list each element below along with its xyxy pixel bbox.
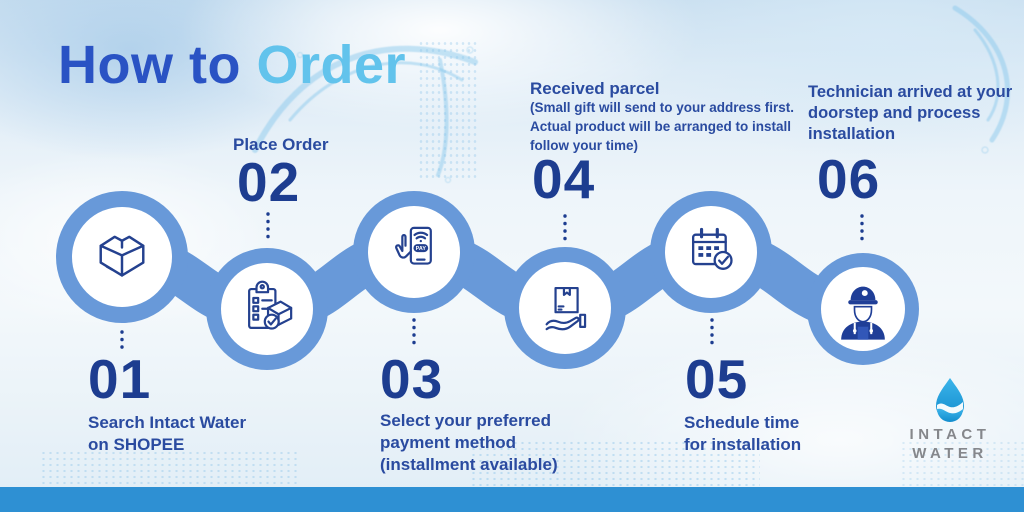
pay-button-label: PAY: [416, 246, 427, 252]
step-number-04: 04: [532, 148, 596, 210]
intact-water-logo: INTACT WATER: [880, 376, 1020, 464]
shopee-box-icon: [99, 235, 145, 277]
step-number-03: 03: [380, 348, 444, 410]
step-caption-06: Technician arrived at your doorstep and …: [808, 83, 1013, 144]
calendar-check-icon: [691, 227, 733, 270]
water-drop-icon: [936, 378, 964, 422]
bottom-accent-bar: [0, 487, 1024, 512]
pay-phone-icon: PAY: [395, 226, 432, 265]
dotted-connectors: [120, 212, 864, 356]
title-dark-part: How to: [58, 35, 257, 95]
logo-text-line2: WATER: [912, 444, 988, 462]
page-title: How to Order: [58, 34, 406, 96]
step-number-06: 06: [817, 148, 881, 210]
step-number-02: 02: [237, 151, 301, 213]
step-caption-02: Place Order: [233, 135, 329, 154]
title-light-part: Order: [256, 35, 407, 95]
technician-icon: [841, 286, 885, 340]
step-caption-05: Schedule time for installation: [684, 413, 802, 454]
order-checklist-icon: [248, 280, 293, 330]
step-circles: [56, 191, 919, 370]
step-caption-01: Search Intact Water on SHOPEE: [88, 413, 247, 454]
step-heading-04: Received parcel: [530, 79, 660, 98]
logo-text-line1: INTACT: [909, 426, 991, 443]
step-number-05: 05: [685, 348, 749, 410]
step-number-01: 01: [88, 348, 152, 410]
parcel-hand-icon: [545, 286, 587, 331]
step-caption-03: Select your preferred payment method (in…: [380, 411, 558, 474]
step-subtext-04: (Small gift will send to your address fi…: [530, 100, 795, 153]
